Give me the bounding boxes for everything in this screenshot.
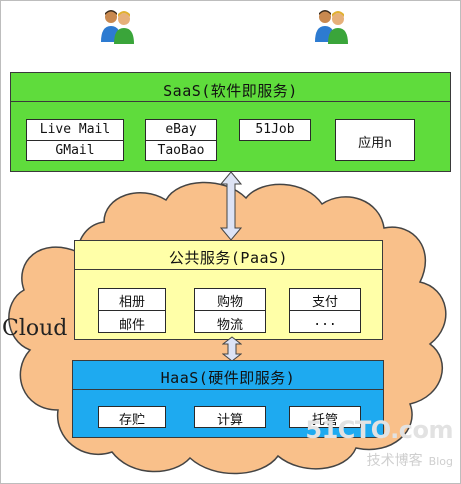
saas-item-ebay: eBay [165, 122, 197, 137]
double-arrow-paas-haas [222, 336, 242, 362]
saas-item-taobao: TaoBao [157, 143, 205, 158]
haas-box-compute: 计算 [194, 406, 266, 428]
saas-box-51job: 51Job [239, 119, 311, 141]
paas-item-logistics: 物流 [216, 318, 243, 333]
paas-item-album: 相册 [118, 295, 145, 310]
paas-item-payment: 支付 [311, 295, 338, 310]
watermark-site: 51CTO.com [305, 416, 453, 444]
users-icon [98, 8, 138, 44]
watermark: 51CTO.com 技术博客 Blog [305, 416, 453, 470]
saas-item-gmail: GMail [55, 143, 95, 158]
saas-box-shop: eBay TaoBao [145, 119, 217, 161]
watermark-blog: 技术博客 Blog [305, 450, 453, 470]
haas-box-storage: 存贮 [98, 406, 166, 428]
watermark-blog-text: 技术博客 [366, 453, 423, 469]
haas-band: HaaS(硬件即服务) 存贮 计算 托管 [72, 360, 384, 438]
cloud-label: Cloud [2, 316, 68, 341]
haas-title: HaaS(硬件即服务) [160, 369, 296, 387]
saas-box-mail: Live Mail GMail [26, 119, 124, 161]
paas-item-mail: 邮件 [118, 318, 145, 333]
users-icon [312, 8, 352, 44]
double-arrow-saas-paas [220, 171, 242, 241]
paas-box-payment: 支付 ... [289, 288, 361, 333]
haas-item-storage: 存贮 [118, 413, 145, 428]
paas-item-more: ... [313, 314, 337, 329]
watermark-blog-tag: Blog [428, 455, 453, 468]
paas-title: 公共服务(PaaS) [168, 249, 289, 267]
saas-item-live-mail: Live Mail [39, 122, 111, 137]
haas-box-hosting: 托管 [289, 406, 361, 428]
paas-box-shopping: 购物 物流 [194, 288, 266, 333]
haas-item-compute: 计算 [216, 413, 243, 428]
haas-item-hosting: 托管 [311, 413, 338, 428]
saas-title: SaaS(软件即服务) [163, 82, 298, 100]
paas-band: 公共服务(PaaS) 相册 邮件 购物 物流 支付 ... [74, 240, 383, 340]
saas-band: SaaS(软件即服务) Live Mail GMail eBay TaoBao … [10, 72, 451, 172]
saas-item-app-n: 应用n [358, 136, 392, 151]
saas-box-app-n: 应用n [335, 119, 415, 161]
saas-item-51job: 51Job [255, 122, 295, 137]
paas-box-album: 相册 邮件 [98, 288, 166, 333]
paas-item-shopping: 购物 [216, 295, 243, 310]
